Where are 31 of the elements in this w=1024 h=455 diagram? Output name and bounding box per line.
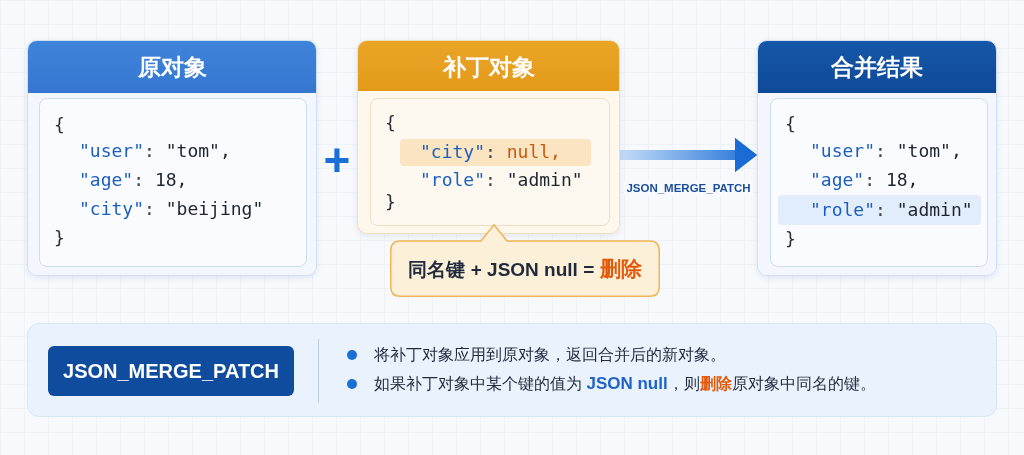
card-title: 原对象	[136, 53, 208, 82]
code-panel	[39, 98, 307, 267]
callout-bubble	[390, 224, 660, 297]
code-line: {	[385, 111, 396, 135]
code-line: "city": null,	[420, 140, 561, 164]
code-line: "age": 18,	[810, 168, 919, 192]
plus-sign: +	[323, 137, 351, 183]
code-panel	[370, 98, 610, 226]
operation-label-box: JSON_MERGE_PATCH	[48, 346, 294, 396]
card-title: 补丁对象	[441, 53, 536, 82]
object-card	[357, 40, 620, 234]
object-card	[27, 40, 317, 276]
code-line: }	[385, 190, 396, 214]
card-title: 合并结果	[830, 53, 924, 82]
code-line: {	[54, 113, 65, 137]
object-card	[757, 40, 997, 276]
list-item-text: 将补丁对象应用到原对象，返回合并后的新对象。	[374, 345, 726, 365]
list-item-text: 如果补丁对象中某个键的值为 JSON null，则删除原对象中同名的键。	[374, 373, 876, 395]
code-line: "role": "admin"	[810, 198, 973, 222]
code-line: "role": "admin"	[420, 168, 583, 192]
code-line: }	[785, 227, 796, 251]
code-line: "user": "tom",	[810, 139, 962, 163]
edge-label: JSON_MERGE_PATCH	[624, 181, 753, 195]
callout-text: 同名键 + JSON null = 删除	[407, 256, 643, 282]
code-line: "user": "tom",	[79, 139, 231, 163]
code-line: "city": "beijing"	[79, 197, 264, 221]
code-line: }	[54, 226, 65, 250]
code-line: "age": 18,	[79, 168, 188, 192]
code-line: {	[785, 112, 796, 136]
code-panel	[770, 98, 988, 267]
info-panel	[27, 323, 997, 417]
